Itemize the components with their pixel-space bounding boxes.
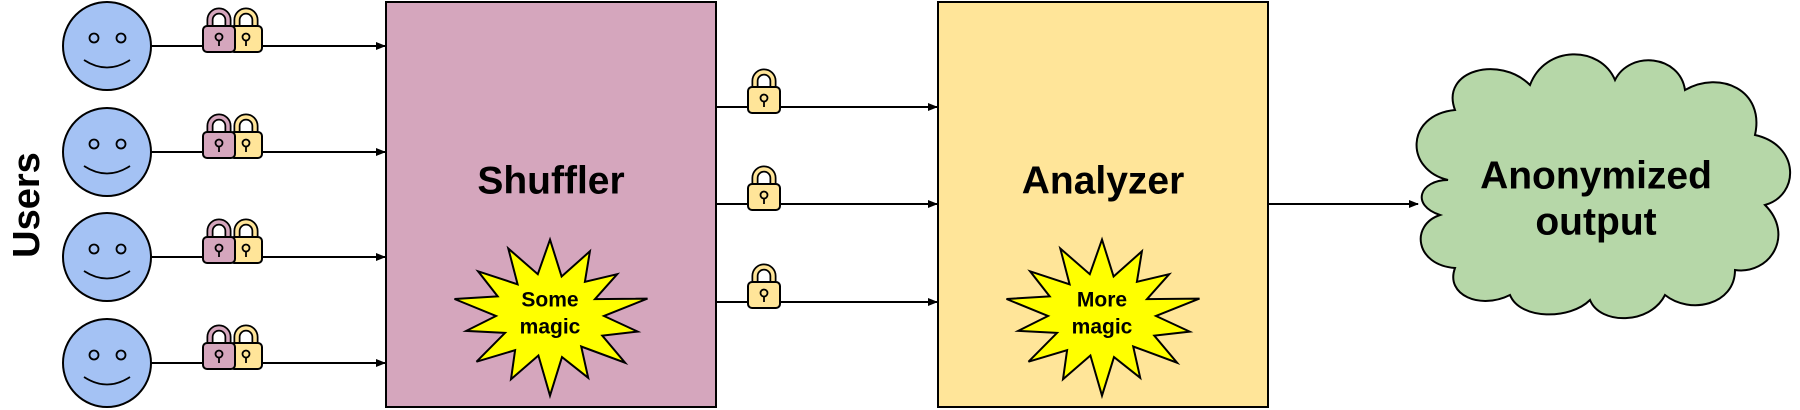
analyzer-star-line2: magic [1072, 316, 1133, 339]
shuffled-reports-group [716, 68, 938, 309]
shuffled-report-row [716, 68, 938, 114]
lock-icon [202, 113, 236, 159]
lock-icon [229, 113, 263, 159]
user-face-icon [62, 318, 152, 408]
lock-icon [202, 7, 236, 53]
lock-icon [202, 324, 236, 370]
shuffled-report-row [716, 165, 938, 211]
user-face-icon [62, 212, 152, 302]
lock-icon [229, 7, 263, 53]
users-label: Users [6, 152, 48, 258]
users-group [62, 1, 386, 408]
user-row [62, 212, 386, 302]
output-cloud [1415, 53, 1791, 320]
shuffler-title: Shuffler [477, 159, 624, 202]
shuffler-starburst [454, 236, 648, 400]
lock-icon [229, 218, 263, 264]
shuffler-star-line2: magic [520, 316, 581, 339]
lock-icon [747, 165, 781, 211]
lock-icon [229, 324, 263, 370]
shuffler-star-line1: Some [521, 289, 578, 312]
shuffled-report-row [716, 263, 938, 309]
user-face-icon [62, 107, 152, 197]
user-face-icon [62, 1, 152, 91]
lock-icon [747, 68, 781, 114]
user-row [62, 1, 386, 91]
analyzer-title: Analyzer [1022, 159, 1185, 202]
lock-icon [747, 263, 781, 309]
user-row [62, 107, 386, 197]
output-line2: output [1535, 200, 1656, 243]
analyzer-starburst [1006, 236, 1200, 400]
lock-icon [202, 218, 236, 264]
analyzer-star-line1: More [1077, 289, 1127, 312]
user-row [62, 318, 386, 408]
output-line1: Anonymized [1480, 154, 1712, 197]
